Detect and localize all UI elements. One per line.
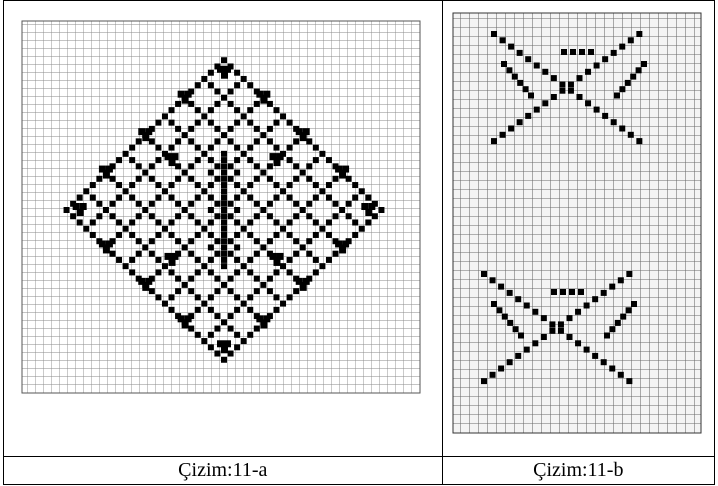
weaving-pattern-x-motif-icon <box>452 12 702 434</box>
figure-table: Çizim:11-a Çizim:11-b <box>3 0 716 485</box>
caption-a: Çizim:11-a <box>3 456 443 485</box>
figure-b <box>443 1 714 456</box>
figure-cell-a <box>3 0 443 457</box>
figure-cell-b <box>441 0 716 457</box>
figure-a <box>4 1 442 456</box>
caption-b: Çizim:11-b <box>441 456 716 485</box>
weaving-pattern-diamond-icon <box>21 20 421 394</box>
